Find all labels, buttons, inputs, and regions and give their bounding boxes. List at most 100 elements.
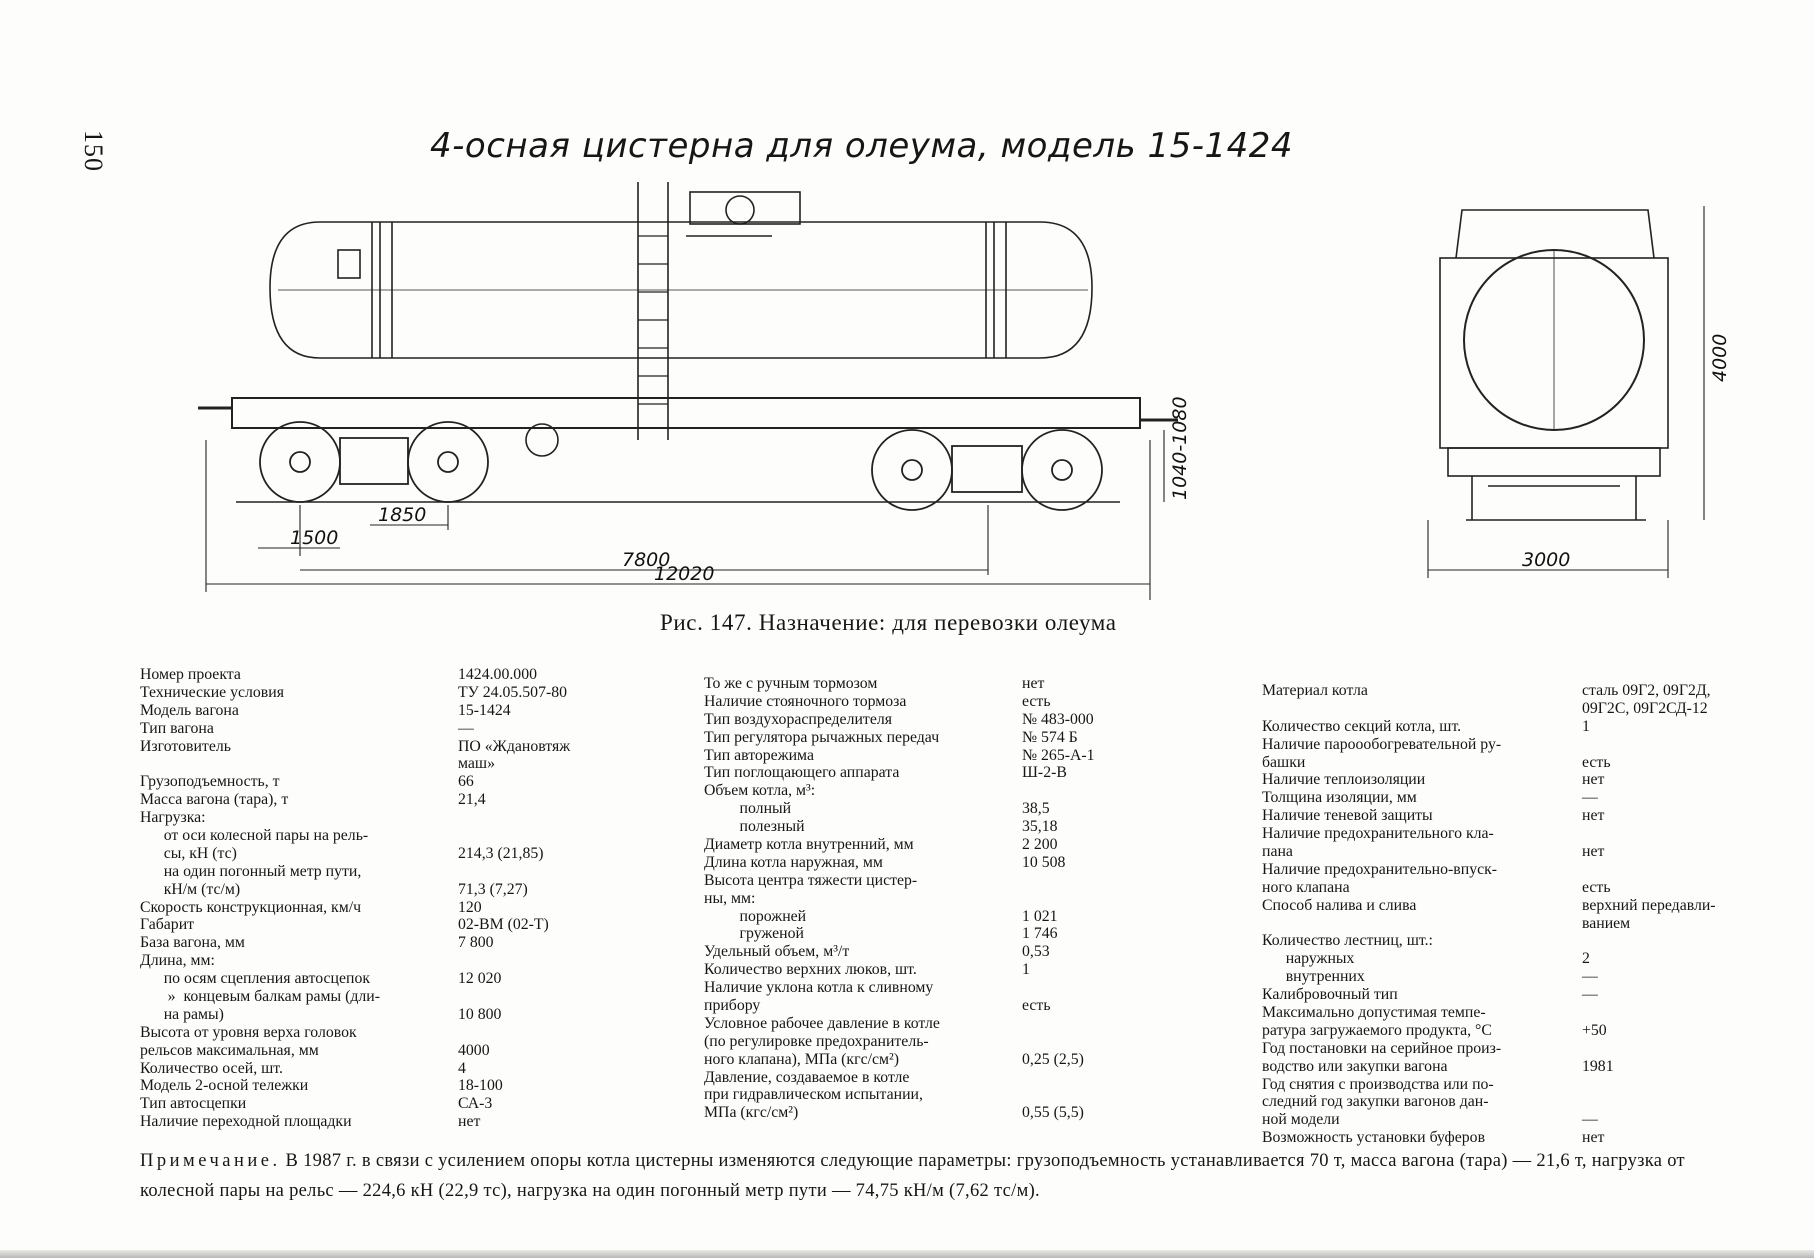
spec-label: порожней (704, 907, 807, 925)
spec-row: Количество лестниц, шт.: (1262, 932, 1762, 950)
spec-label: следний год закупки вагонов дан- (1262, 1093, 1489, 1111)
spec-label: от оси колесной пары на рель- (140, 827, 369, 845)
spec-label: Год снятия с производства или по- (1262, 1075, 1494, 1093)
spec-label: Изготовитель (140, 737, 231, 755)
spec-label: ного клапана), МПа (кгс/см²) (704, 1050, 899, 1068)
spec-row: Тип поглощающего аппарата Ш-2-В (704, 764, 1134, 782)
spec-label: Тип авторежима (704, 746, 814, 764)
spec-value: 10 800 (458, 1005, 502, 1023)
spec-row: » концевым балкам рамы (дли- (140, 988, 620, 1006)
spec-row: Способ налива и слива верхний передавли- (1262, 897, 1762, 915)
spec-label: База вагона, мм (140, 934, 245, 952)
spec-row: от оси колесной пары на рель- (140, 827, 620, 845)
spec-label: Тип поглощающего аппарата (704, 764, 900, 782)
spec-label: Объем котла, м³: (704, 782, 816, 800)
spec-label: полный (704, 800, 792, 818)
spec-value: 120 (458, 898, 482, 916)
spec-label: кН/м (тс/м) (140, 880, 241, 898)
spec-row: Наличие пароообогревательной ру- (1262, 736, 1762, 754)
spec-row: ной модели— (1262, 1111, 1762, 1129)
spec-label: Наличие теневой защиты (1262, 807, 1433, 825)
spec-label: прибору (704, 997, 761, 1015)
spec-row: Нагрузка: (140, 809, 620, 827)
spec-row: на один погонный метр пути, (140, 863, 620, 881)
spec-label: Количество секций котла, шт. (1262, 717, 1462, 735)
spec-value: СА-3 (458, 1095, 493, 1113)
spec-label: ны, мм: (704, 889, 756, 907)
spec-label: Тип вагона (140, 719, 214, 737)
figure-heading: 4-осная цистерна для олеума, модель 15-1… (430, 126, 1294, 166)
spec-label: Грузоподъемность, т (140, 773, 280, 791)
spec-label: Наличие пароообогревательной ру- (1262, 735, 1502, 753)
spec-label: при гидравлическом испытании, (704, 1086, 923, 1104)
spec-label: полезный (704, 818, 805, 836)
spec-value: 15-1424 (458, 701, 511, 719)
figure-caption: Рис. 147. Назначение: для перевозки олеу… (660, 610, 1117, 635)
spec-row: Тип автосцепки СА-3 (140, 1095, 620, 1113)
spec-row: Модель вагона 15-1424 (140, 702, 620, 720)
spec-value: 10 508 (1022, 853, 1066, 871)
spec-label: Модель 2-осной тележки (140, 1077, 309, 1095)
note-paragraph: Примечание. В 1987 г. в связи с усиление… (140, 1146, 1760, 1206)
spec-label: Максимально допустимая темпе- (1262, 1004, 1486, 1022)
tank-barrel (269, 221, 1093, 359)
spec-value: — (458, 719, 474, 737)
spec-value: 2 (1582, 950, 1590, 968)
spec-value: нет (1582, 771, 1605, 789)
spec-row: Максимально допустимая темпе- (1262, 1004, 1762, 1022)
spec-label: (по регулировке предохранитель- (704, 1032, 929, 1050)
spec-label: Скорость конструкционная, км/ч (140, 898, 362, 916)
dim-3000: 3000 (1522, 549, 1570, 571)
spec-label: внутренних (1262, 968, 1365, 986)
spec-row: полный 38,5 (704, 800, 1134, 818)
spec-value: 4000 (458, 1041, 490, 1059)
spec-label: Наличие предохранительно-впуск- (1262, 860, 1498, 878)
spec-label: Количество верхних люков, шт. (704, 961, 917, 979)
spec-value: 0,55 (5,5) (1022, 1104, 1084, 1122)
spec-value: есть (1582, 878, 1611, 896)
spec-row: Наличие предохранительно-впуск- (1262, 861, 1762, 879)
spec-value: 38,5 (1022, 800, 1050, 818)
spec-value: 18-100 (458, 1077, 503, 1095)
spec-value: 1 (1022, 961, 1030, 979)
spec-row: при гидравлическом испытании, (704, 1086, 1134, 1104)
spec-label: Материал котла (1262, 682, 1368, 699)
spec-label: ного клапана (1262, 878, 1350, 896)
tank-car-drawing: 1850 1500 7800 12020 3000 1040-1080 4000 (198, 182, 1731, 600)
spec-label: Тип автосцепки (140, 1095, 247, 1113)
spec-row: Скорость конструкционная, км/ч 120 (140, 899, 620, 917)
spec-value: 09Г2С, 09Г2СД-12 (1582, 699, 1708, 717)
note-text: В 1987 г. в связи с усилением опоры котл… (140, 1151, 1685, 1201)
spec-value: Ш-2-В (1022, 764, 1067, 782)
spec-value: 1 (1582, 717, 1590, 735)
spec-row: на рамы) 10 800 (140, 1006, 620, 1024)
spec-row: Длина, мм: (140, 952, 620, 970)
spec-value: 1 021 (1022, 907, 1058, 925)
spec-value: верхний передавли- (1582, 896, 1716, 914)
spec-value: № 483-000 (1022, 710, 1094, 728)
spec-label: на один погонный метр пути, (140, 862, 362, 880)
spec-label: на рамы) (140, 1005, 224, 1023)
spec-value: ванием (1582, 914, 1631, 932)
spec-label: Модель вагона (140, 701, 239, 719)
spec-label: Способ налива и слива (1262, 896, 1417, 914)
spec-label: То же с ручным тормозом (704, 675, 878, 692)
spec-value: 1981 (1582, 1057, 1614, 1075)
spec-row: маш» (140, 755, 620, 773)
spec-value: 0,53 (1022, 943, 1050, 961)
dim-4000: 4000 (1709, 334, 1731, 382)
spec-row: Модель 2-осной тележки 18-100 (140, 1077, 620, 1095)
